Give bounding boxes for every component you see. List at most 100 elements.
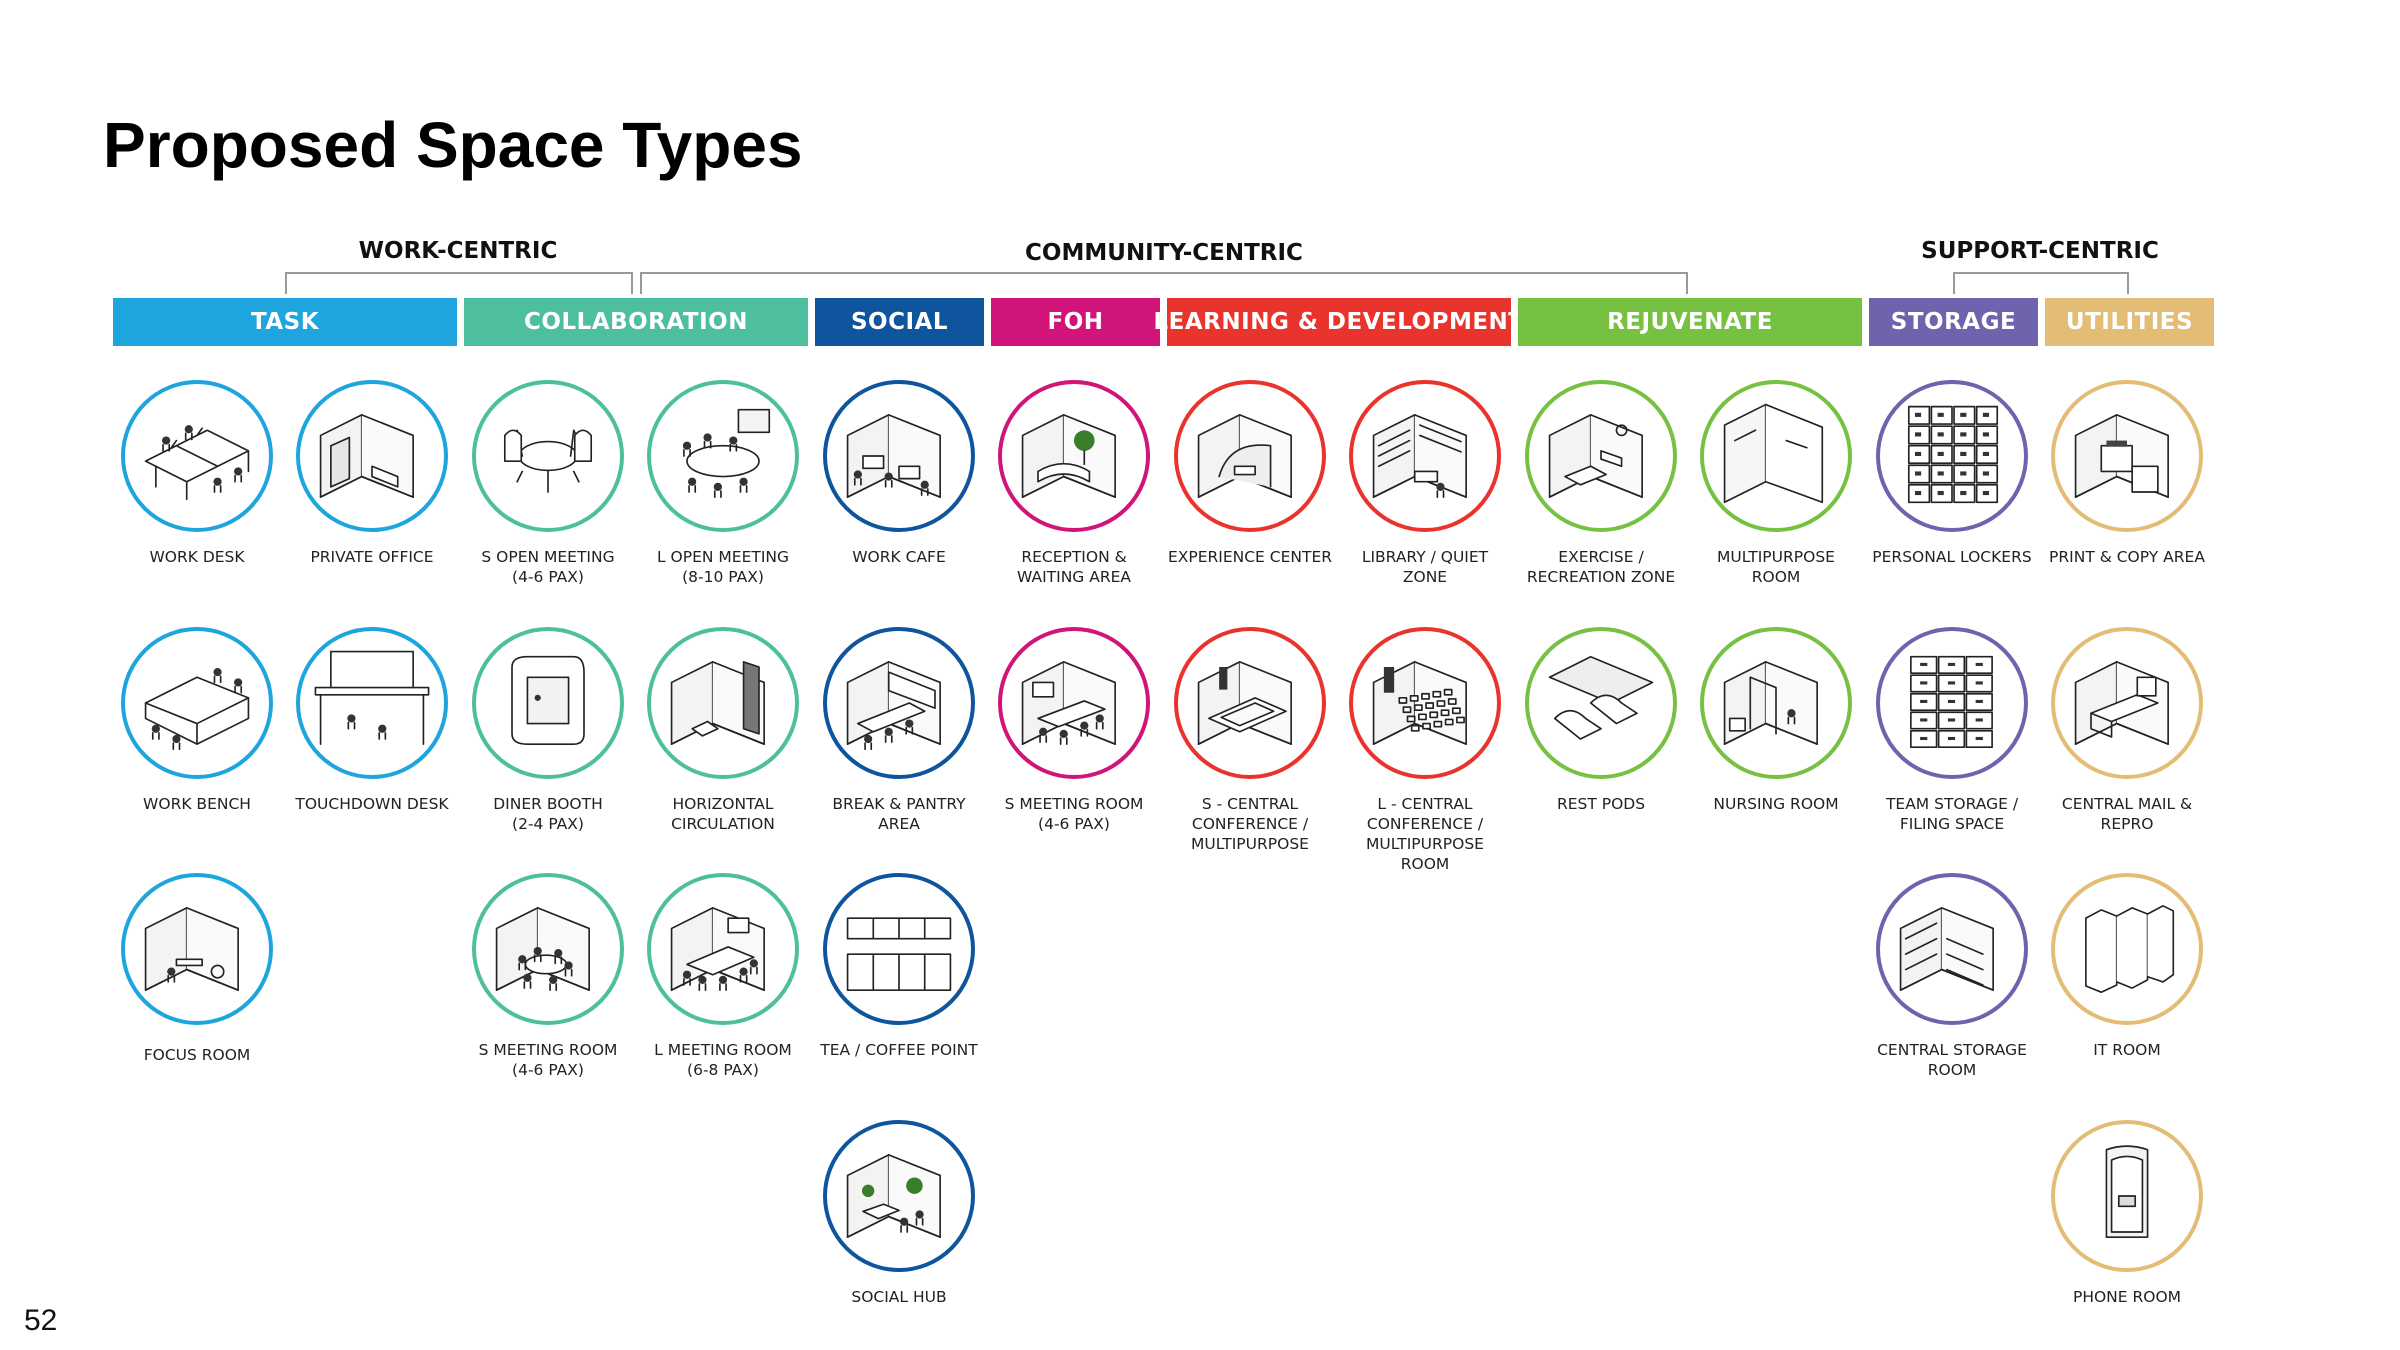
space-label: CENTRAL STORAGE ROOM [1877, 1041, 2027, 1079]
space-exercise: EXERCISE / RECREATION ZONE [1514, 380, 1688, 587]
printer-icon-art [2074, 414, 2169, 498]
round-meeting-icon [472, 873, 624, 1025]
mail-counter-icon-art [2074, 661, 2169, 745]
space-label: S OPEN MEETING (4-6 PAX) [481, 548, 615, 586]
space-label: EXPERIENCE CENTER [1167, 548, 1333, 566]
space-touchdown-desk: TOUCHDOWN DESK [285, 627, 459, 814]
space-label: HORIZONTAL CIRCULATION [671, 795, 775, 833]
recliner-icon-art [1548, 655, 1654, 740]
category-rejuvenate-label: REJUVENATE [1607, 309, 1773, 335]
space-rest-pods: REST PODS [1514, 627, 1688, 814]
library-icon-art [1372, 414, 1467, 498]
space-s-meeting-room-foh: S MEETING ROOM (4-6 PAX) [987, 627, 1161, 834]
cafe-icon [823, 380, 975, 532]
curved-wall-icon-art [1197, 414, 1292, 498]
space-label: RECEPTION & WAITING AREA [1017, 548, 1131, 586]
kitchenette-icon [823, 873, 975, 1025]
space-central-mail: CENTRAL MAIL & REPRO [2040, 627, 2214, 834]
space-label: MULTIPURPOSE ROOM [1717, 548, 1835, 586]
library-icon [1349, 380, 1501, 532]
office-room-icon [296, 380, 448, 532]
space-label: SOCIAL HUB [851, 1288, 947, 1306]
page-title: Proposed Space Types [103, 109, 803, 181]
touchdown-icon-art [314, 650, 430, 745]
category-task: TASK [113, 298, 457, 346]
empty-room-icon [1700, 380, 1852, 532]
shelving-icon [1876, 873, 2028, 1025]
space-focus-room: FOCUS ROOM [110, 873, 284, 1065]
space-label: PERSONAL LOCKERS [1872, 548, 2032, 566]
category-foh-label: FOH [1047, 309, 1104, 335]
space-experience-center: EXPERIENCE CENTER [1163, 380, 1337, 567]
space-label: S - CENTRAL CONFERENCE / MULTIPURPOSE [1191, 795, 1309, 853]
space-personal-lockers: PERSONAL LOCKERS [1865, 380, 2039, 567]
space-tea-coffee: TEA / COFFEE POINT [812, 873, 986, 1060]
space-label: CENTRAL MAIL & REPRO [2061, 795, 2193, 833]
category-utilities-label: UTILITIES [2065, 309, 2194, 335]
space-label: IT ROOM [2093, 1041, 2161, 1059]
space-l-meeting-room: L MEETING ROOM (6-8 PAX) [636, 873, 810, 1080]
space-s-open-meeting: S OPEN MEETING (4-6 PAX) [461, 380, 635, 587]
space-label: PRINT & COPY AREA [2049, 548, 2205, 566]
space-label: WORK DESK [149, 548, 245, 566]
booth-icon-art [511, 655, 585, 745]
space-label: EXERCISE / RECREATION ZONE [1526, 548, 1676, 586]
category-rejuvenate: REJUVENATE [1518, 298, 1862, 346]
mail-counter-icon [2051, 627, 2203, 779]
lockers-icon [1876, 380, 2028, 532]
space-team-storage: TEAM STORAGE / FILING SPACE [1865, 627, 2039, 834]
space-label: WORK CAFE [852, 548, 946, 566]
space-label: PRIVATE OFFICE [310, 548, 434, 566]
category-task-label: TASK [250, 309, 320, 335]
bench-table-icon-art [144, 668, 250, 751]
page-number: 52 [24, 1304, 58, 1337]
space-central-storage: CENTRAL STORAGE ROOM [1865, 873, 2039, 1080]
round-table-icon-art [503, 429, 593, 493]
space-label: BREAK & PANTRY AREA [832, 795, 966, 833]
category-storage: STORAGE [1869, 298, 2038, 346]
pantry-icon [823, 627, 975, 779]
space-work-cafe: WORK CAFE [812, 380, 986, 567]
space-label: L OPEN MEETING (8-10 PAX) [656, 548, 790, 586]
category-social-label: SOCIAL [850, 309, 948, 335]
lounge-icon [823, 1120, 975, 1272]
pantry-icon-art [846, 661, 941, 751]
lockers-icon-art [1907, 405, 1999, 504]
category-learning-label: LEARNING & DEVELOPMENT [1153, 309, 1525, 335]
group-label-support-centric: SUPPORT-CENTRIC [1921, 238, 2159, 264]
space-l-central-conference: L - CENTRAL CONFERENCE / MULTIPURPOSE RO… [1338, 627, 1512, 874]
support-centric-bracket [1953, 272, 2129, 294]
space-label: S MEETING ROOM (4-6 PAX) [478, 1041, 618, 1079]
cafe-icon-art [846, 414, 941, 498]
category-collaboration-label: COLLABORATION [524, 309, 748, 335]
space-s-meeting-room: S MEETING ROOM (4-6 PAX) [461, 873, 635, 1080]
space-label: NURSING ROOM [1713, 795, 1839, 813]
phone-booth-icon [2051, 1120, 2203, 1272]
corridor-icon [647, 627, 799, 779]
meeting-room-icon [998, 627, 1150, 779]
category-social: SOCIAL [815, 298, 984, 346]
workstation-icon [121, 380, 273, 532]
focus-room-icon [121, 873, 273, 1025]
long-meeting-icon-art [670, 907, 765, 991]
space-label: TEAM STORAGE / FILING SPACE [1885, 795, 2019, 833]
category-foh: FOH [991, 298, 1160, 346]
gym-icon [1525, 380, 1677, 532]
cabinet-icon [1876, 627, 2028, 779]
server-rack-icon [2051, 873, 2203, 1025]
bench-table-icon [121, 627, 273, 779]
curved-wall-icon [1174, 380, 1326, 532]
community-centric-bracket [640, 272, 1688, 294]
space-multipurpose-room: MULTIPURPOSE ROOM [1689, 380, 1863, 587]
space-work-bench: WORK BENCH [110, 627, 284, 814]
work-centric-bracket [285, 272, 633, 294]
phone-booth-icon-art [2105, 1145, 2149, 1238]
shelving-icon-art [1899, 907, 1994, 991]
printer-icon [2051, 380, 2203, 532]
corridor-icon-art [670, 661, 765, 745]
space-nursing-room: NURSING ROOM [1689, 627, 1863, 814]
booth-icon [472, 627, 624, 779]
space-label: L MEETING ROOM (6-8 PAX) [654, 1041, 792, 1079]
workstation-icon-art [144, 425, 250, 501]
space-l-open-meeting: L OPEN MEETING (8-10 PAX) [636, 380, 810, 587]
